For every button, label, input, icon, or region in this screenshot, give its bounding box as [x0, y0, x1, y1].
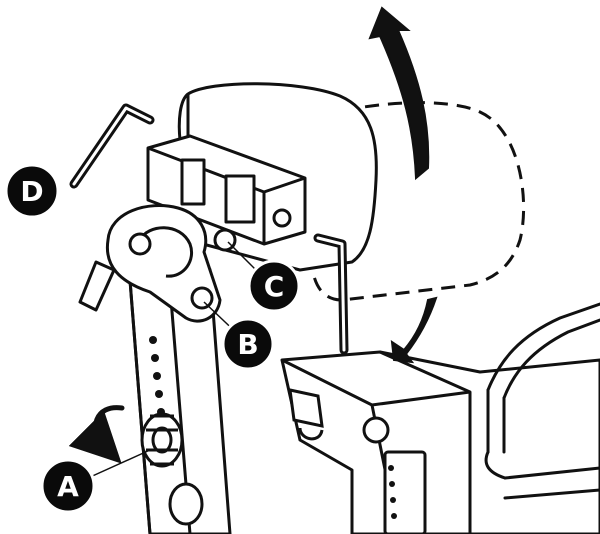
callout-c: C: [247, 259, 301, 313]
clamp-bracket: [146, 134, 307, 246]
callout-c-letter: C: [264, 270, 285, 303]
backrest-latch: [288, 388, 390, 444]
armrest: [484, 302, 600, 500]
callout-d: D: [4, 163, 60, 219]
callout-a: A: [40, 458, 96, 514]
rotation-arrow: [68, 405, 125, 464]
callout-b: B: [221, 317, 275, 371]
hex-key-tool-2-outline: [316, 236, 346, 352]
backrest-frame: [280, 350, 600, 534]
hex-key-tool-outline: [72, 106, 152, 186]
adjustment-knob: [140, 412, 204, 526]
callout-d-letter: D: [20, 175, 43, 208]
hex-key-tool: [69, 103, 155, 189]
callout-b-letter: B: [237, 328, 258, 361]
callout-a-letter: A: [57, 470, 79, 503]
tilt-arrow: [368, 6, 438, 364]
pivot-knuckle: [78, 204, 237, 323]
